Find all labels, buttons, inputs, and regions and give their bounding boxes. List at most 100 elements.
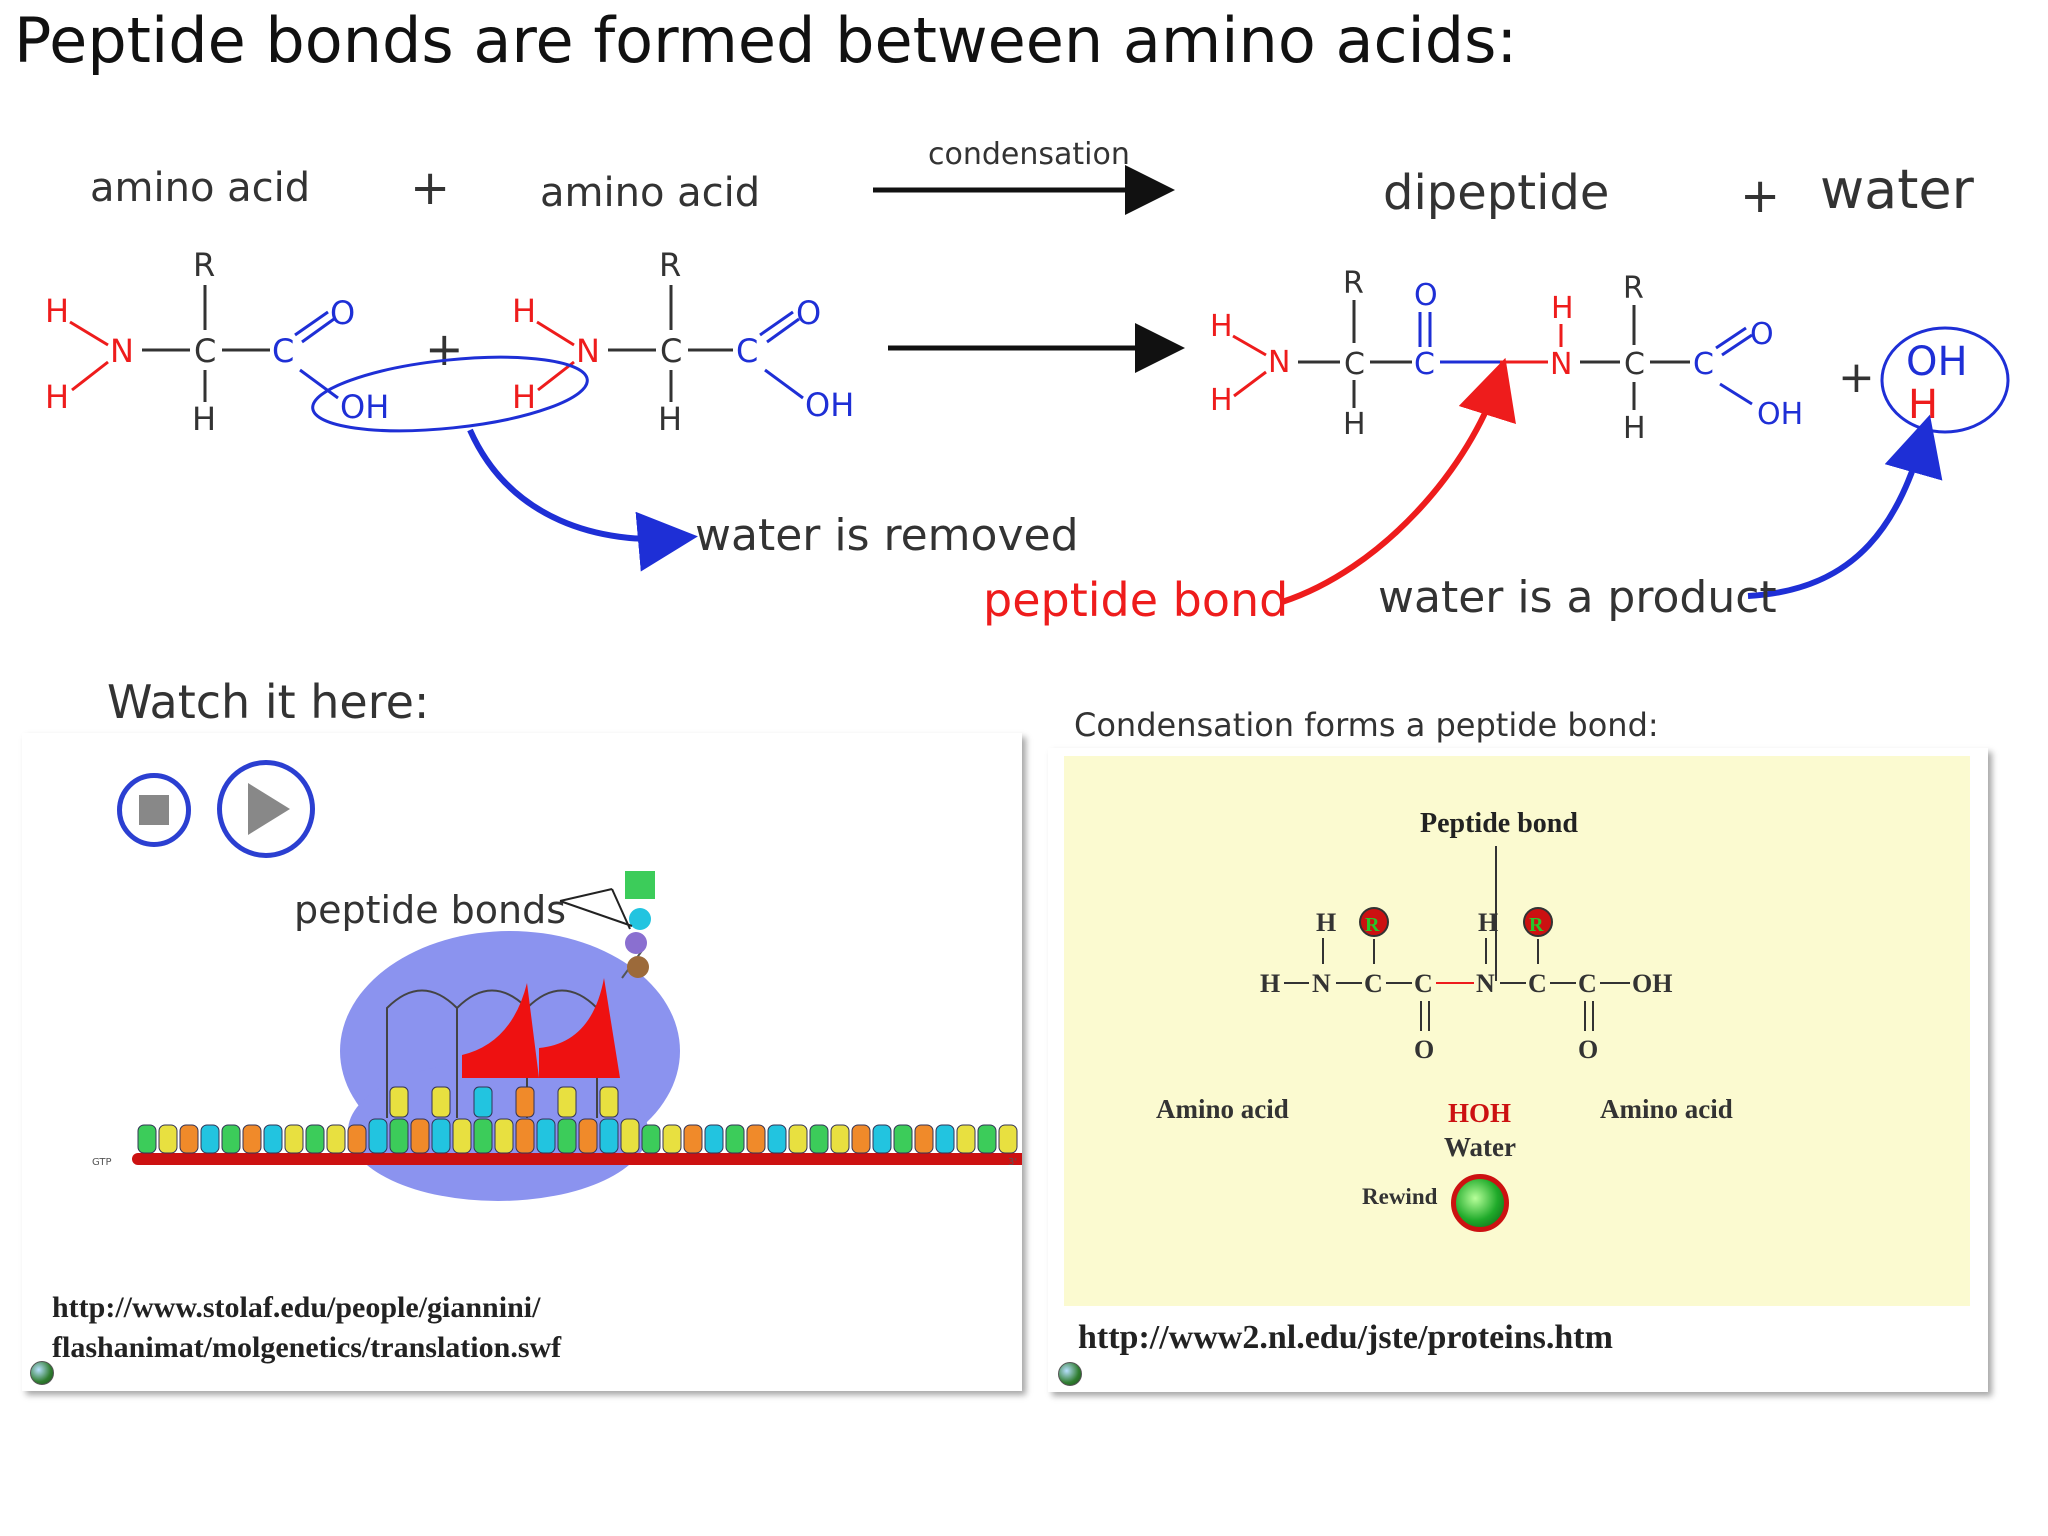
atom-C: C: [1693, 347, 1714, 382]
play-button[interactable]: [217, 760, 315, 858]
reaction-diagram: H H N C R H C O OH + H H N C R H C O: [45, 165, 2010, 605]
equation-reactant-2: amino acid: [540, 170, 761, 216]
codon-block: [410, 1118, 430, 1154]
codon-block: [662, 1124, 682, 1154]
water-removed-ellipse: [311, 355, 589, 433]
trna-anticodon: [515, 1086, 535, 1118]
codon-block: [725, 1124, 745, 1154]
atom-H: H: [1623, 411, 1646, 446]
codon-block: [137, 1124, 157, 1154]
water-H: H: [1908, 382, 1938, 428]
amino-bead-met: [625, 871, 655, 899]
codon-block: [956, 1124, 976, 1154]
globe-icon: [30, 1361, 54, 1385]
atom-OH: OH: [805, 386, 854, 424]
codon-block: [200, 1124, 220, 1154]
atom-R: R: [193, 246, 215, 284]
codon-block: [872, 1124, 892, 1154]
amino-acid-left-label: Amino acid: [1156, 1094, 1289, 1124]
dipeptide: H H N C R H C O N H C R H C O OH: [1210, 266, 1803, 446]
atom-OH: OH: [1757, 397, 1803, 432]
water-removed-label: water is removed: [695, 510, 1079, 561]
atom-R: R: [1343, 266, 1364, 301]
slide-title: Peptide bonds are formed between amino a…: [14, 4, 1518, 77]
codon-block: [578, 1118, 598, 1154]
codon-block: [599, 1118, 619, 1154]
codon-block: [515, 1118, 535, 1154]
globe-icon: [1058, 1362, 1082, 1386]
amino-bead: [629, 908, 651, 930]
amino-acid-1: H H N C R H C O OH: [45, 246, 389, 438]
animation-url-line-2[interactable]: flashanimat/molgenetics/translation.swf: [52, 1331, 562, 1364]
atom-C: C: [660, 332, 682, 370]
atom-C: C: [272, 332, 294, 370]
atom-H: H: [1210, 383, 1233, 418]
atom-R: R: [1365, 914, 1380, 936]
atom-O: O: [330, 294, 355, 332]
atom-H: H: [1343, 407, 1366, 442]
atom-N: N: [1550, 347, 1572, 382]
amino-acid-2: H H N C R H C O OH: [512, 246, 854, 438]
atom-N: N: [1268, 345, 1290, 380]
trna-anticodon: [557, 1086, 577, 1118]
reaction-plus: +: [425, 322, 464, 376]
water-product-label: water is a product: [1378, 572, 1777, 623]
codon-block: [935, 1124, 955, 1154]
codon-block: [746, 1124, 766, 1154]
atom-H: H: [1260, 969, 1280, 998]
atom-OH: OH: [1632, 969, 1672, 998]
codon-block: [620, 1118, 640, 1154]
water-product-circle: [1880, 326, 2010, 434]
atom-H: H: [1478, 908, 1498, 937]
codon-block: [347, 1124, 367, 1154]
atom-H: H: [658, 400, 682, 438]
water-product-arrow: [1747, 414, 1943, 599]
stop-button[interactable]: [117, 773, 191, 847]
codon-block: [431, 1118, 451, 1154]
trna-anticodon: [599, 1086, 619, 1118]
animation-panel: GTP 3' peptide bonds http://www.stolaf.e…: [22, 733, 1022, 1391]
peptide-bonds-label: peptide bonds: [294, 888, 567, 932]
mrna-strand: [132, 1153, 1022, 1165]
codon-block: [641, 1124, 661, 1154]
atom-C: C: [194, 332, 216, 370]
trna-anticodon: [431, 1086, 451, 1118]
atom-N: N: [110, 332, 134, 370]
codon-block: [851, 1124, 871, 1154]
peptide-bond-label: peptide bond: [983, 573, 1289, 627]
atom-OH: OH: [340, 388, 389, 426]
dipeptide-structure: H N H C R C O N H C: [1260, 846, 1672, 1064]
watch-heading: Watch it here:: [107, 675, 430, 729]
codon-block: [683, 1124, 703, 1154]
codon-block: [242, 1124, 262, 1154]
equation-reactant-1: amino acid: [90, 165, 311, 211]
codon-block: [809, 1124, 829, 1154]
codon-block: [473, 1118, 493, 1154]
atom-C: C: [736, 332, 758, 370]
atom-H: H: [1210, 309, 1233, 344]
amino-bead: [627, 956, 649, 978]
atom-O: O: [1414, 1035, 1434, 1064]
atom-C: C: [1528, 969, 1547, 998]
atom-H: H: [45, 378, 69, 416]
atom-H: H: [512, 378, 536, 416]
proteins-url[interactable]: http://www2.nl.edu/jste/proteins.htm: [1078, 1319, 1613, 1356]
peptide-bond-arrow: [1281, 357, 1516, 605]
codon-block: [389, 1118, 409, 1154]
atom-C: C: [1414, 347, 1435, 382]
atom-N: N: [1312, 969, 1331, 998]
translation-animation: GTP 3': [92, 871, 1022, 1201]
strand-right-label: 3': [1008, 1157, 1017, 1168]
hoh-label: HOH: [1448, 1098, 1512, 1128]
codon-block: [284, 1124, 304, 1154]
codon-block: [893, 1124, 913, 1154]
rewind-button[interactable]: [1451, 1174, 1509, 1232]
trna-anticodon: [473, 1086, 493, 1118]
atom-N: N: [1476, 969, 1495, 998]
condensation-animation: Peptide bond H N H C R C O: [1064, 756, 1970, 1306]
amino-acid-right-label: Amino acid: [1600, 1094, 1733, 1124]
atom-H: H: [192, 400, 216, 438]
codon-block: [914, 1124, 934, 1154]
codon-block: [158, 1124, 178, 1154]
animation-url-line-1[interactable]: http://www.stolaf.edu/people/giannini/: [52, 1291, 541, 1324]
